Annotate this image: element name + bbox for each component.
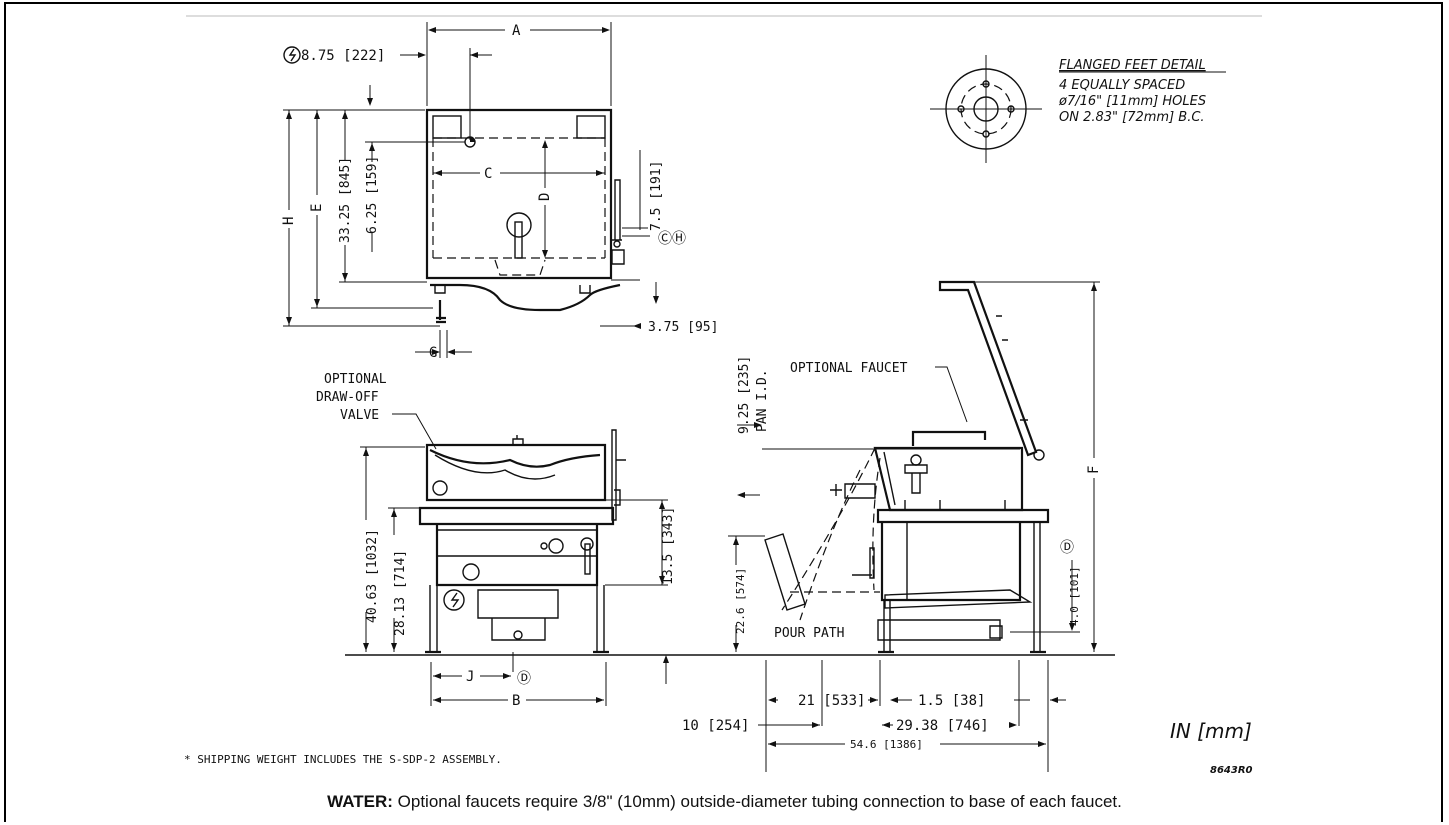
water-note-label: WATER: bbox=[327, 792, 393, 811]
top-view: A 8.75 [222] C bbox=[281, 22, 718, 361]
feet-detail-line3: ON 2.83" [72mm] B.C. bbox=[1059, 110, 1205, 125]
water-note: WATER: Optional faucets require 3/8" (10… bbox=[0, 792, 1449, 812]
dim-28-13: 28.13 [714] bbox=[393, 550, 408, 636]
dim-22-6: 22.6 [574] bbox=[734, 568, 747, 634]
dim-a-label: A bbox=[512, 23, 521, 39]
front-drain-symbol: Ⓓ bbox=[517, 671, 531, 687]
dim-13-5: 13.5 [343] bbox=[661, 507, 676, 585]
dim-d-label: D bbox=[537, 193, 553, 201]
drawing-number: 8643R0 bbox=[1210, 765, 1253, 776]
drawing-frame bbox=[4, 2, 1443, 822]
power-dim: 8.75 [222] bbox=[301, 48, 385, 64]
side-drain-symbol: Ⓓ bbox=[1060, 540, 1074, 556]
pan-id: PAN I.D. bbox=[755, 369, 770, 432]
dim-b-label: B bbox=[512, 693, 520, 709]
callout-line3: VALVE bbox=[340, 408, 379, 423]
dim-10: 10 [254] bbox=[682, 718, 749, 734]
dim-40-63: 40.63 [1032] bbox=[365, 529, 380, 623]
dim-7-5: 7.5 [191] bbox=[649, 161, 664, 231]
dim-33-25: 33.25 [845] bbox=[338, 157, 353, 243]
callout-line1: OPTIONAL bbox=[324, 372, 387, 387]
flanged-feet-detail: FLANGED FEET DETAIL 4 EQUALLY SPACED ø7/… bbox=[930, 55, 1226, 163]
dim-21: 21 [533] bbox=[798, 693, 865, 709]
water-connections: ⒸⒽ bbox=[658, 231, 686, 247]
dim-3-75: 3.75 [95] bbox=[648, 320, 718, 335]
dim-e-label: E bbox=[309, 204, 325, 212]
side-view: OPTIONAL FAUCET 9.25 [235] PAN I.D. bbox=[682, 280, 1102, 772]
feet-detail-line2: ø7/16" [11mm] HOLES bbox=[1058, 94, 1206, 109]
dim-29-38: 29.38 [746] bbox=[896, 718, 989, 734]
dim-54-6: 54.6 [1386] bbox=[850, 738, 923, 751]
dim-g-label: G bbox=[429, 345, 437, 361]
dim-f-label: F bbox=[1086, 466, 1102, 474]
dim-1-5: 1.5 [38] bbox=[918, 693, 985, 709]
faucet-callout: OPTIONAL FAUCET bbox=[790, 361, 908, 376]
pour-path: POUR PATH bbox=[774, 626, 844, 641]
callout-line2: DRAW-OFF bbox=[316, 390, 379, 405]
front-view: OPTIONAL DRAW-OFF VALVE 40.63 [1032] bbox=[316, 372, 676, 709]
feet-detail-line1: 4 EQUALLY SPACED bbox=[1059, 78, 1185, 93]
power-icon bbox=[283, 46, 301, 64]
dim-9-25: 9.25 [235] bbox=[737, 356, 752, 434]
water-note-text: Optional faucets require 3/8" (10mm) out… bbox=[392, 792, 1122, 811]
dim-6-25: 6.25 [159] bbox=[365, 156, 380, 234]
shipping-note: * SHIPPING WEIGHT INCLUDES THE S-SDP-2 A… bbox=[184, 753, 502, 766]
feet-detail-title: FLANGED FEET DETAIL bbox=[1059, 58, 1206, 73]
units-label: IN [mm] bbox=[1170, 719, 1252, 743]
dim-c-label: C bbox=[484, 166, 492, 182]
power-connection-icon bbox=[443, 589, 465, 611]
dim-4-0: 4.0 [101] bbox=[1068, 566, 1081, 626]
dim-j-label: J bbox=[466, 669, 474, 685]
dim-h-label: H bbox=[281, 217, 297, 225]
